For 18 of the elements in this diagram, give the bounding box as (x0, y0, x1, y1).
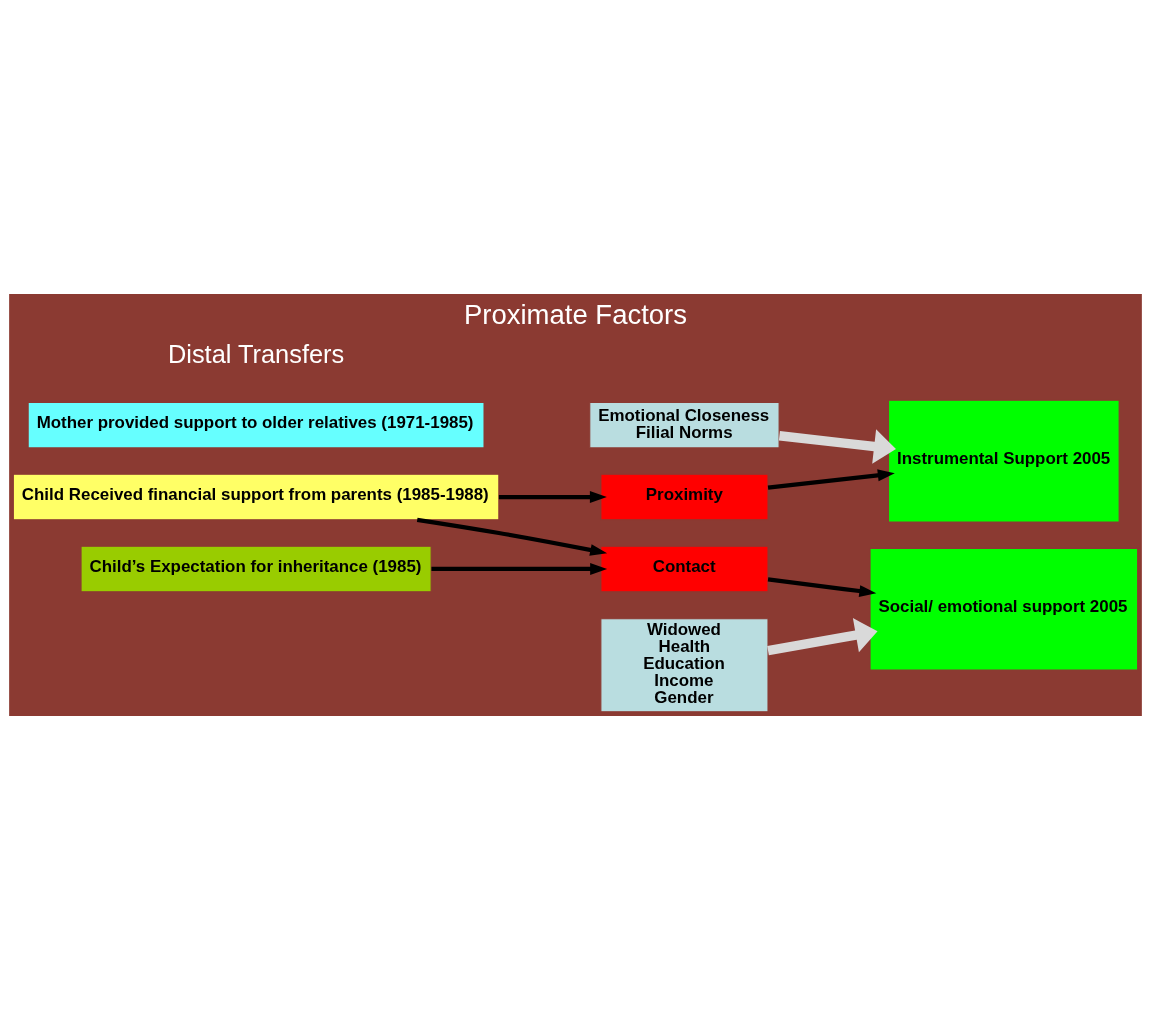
arrow (416, 517, 608, 556)
arrow (778, 428, 896, 464)
arrow (767, 576, 877, 597)
diagram-title: Proximate Factors (464, 298, 687, 330)
node-box: Social/ emotional support 2005 (869, 547, 1139, 670)
node-box: Instrumental Support 2005 (888, 399, 1120, 522)
node-box: Mother provided support to older relatives (1971-1985) (27, 401, 485, 448)
arrow (431, 562, 608, 575)
label: Distal Transfers (167, 339, 345, 368)
node-box: Child’s Expectation for inheritance (1985) (80, 545, 432, 592)
node-box: Proximity (600, 473, 769, 520)
arrow (767, 468, 895, 490)
arrow (767, 617, 878, 655)
node-box: Emotional Closeness Filial Norms (589, 401, 780, 448)
node-box: Contact (600, 545, 769, 592)
node-box: Widowed Health Education Income Gender (600, 617, 769, 712)
arrow (498, 490, 607, 503)
node-box: Child Received financial support from parents (1985-1988) (12, 473, 500, 520)
